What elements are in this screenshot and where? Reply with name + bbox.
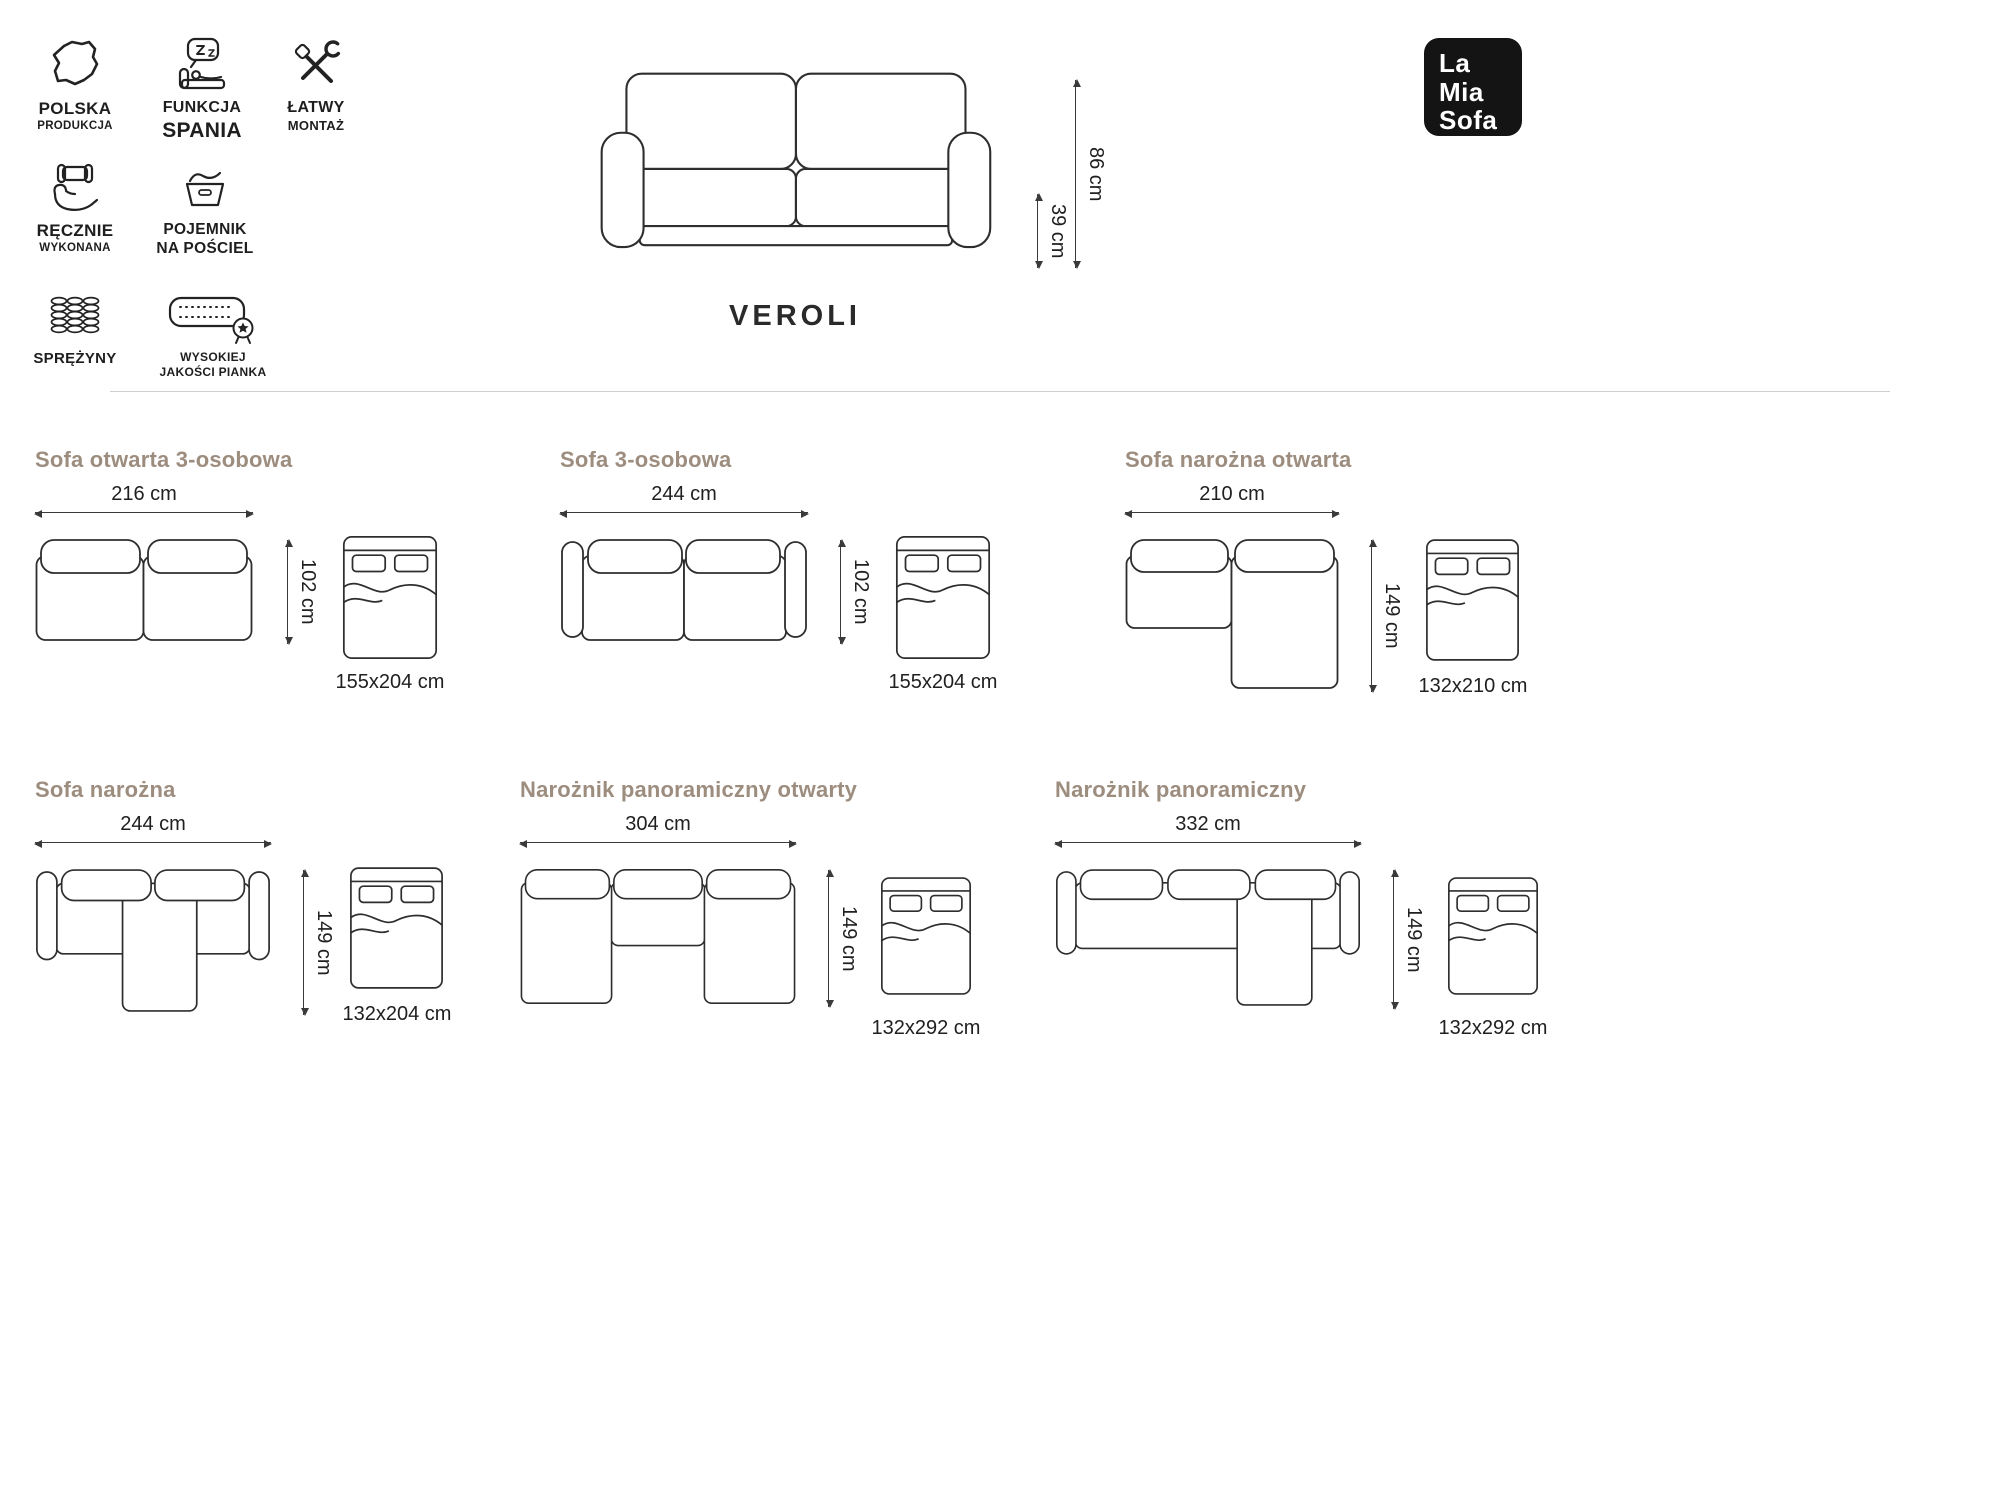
total-height-label: 86 cm	[1085, 146, 1107, 202]
brand-logo-line: Mia	[1439, 76, 1484, 107]
front-view: 39 cm 86 cm	[585, 66, 1145, 306]
seat-height-dimension-arrow	[1034, 193, 1043, 269]
depth-dimension-arrow	[1390, 869, 1399, 1010]
width-label: 244 cm	[120, 813, 186, 835]
feature-label: FUNKCJA	[162, 99, 242, 116]
feature-label: SPRĘŻYNY	[33, 350, 117, 367]
depth-dimension-arrow	[825, 869, 834, 1008]
width-dimension-arrow	[519, 839, 797, 848]
feature-sublabel: MONTAŻ	[287, 118, 345, 133]
config-title: Sofa otwarta 3-osobowa	[35, 447, 293, 472]
poland-map-icon	[46, 36, 104, 94]
feature-latwy-montaz: ŁATWY MONTAŻ	[256, 36, 376, 134]
bed-icon	[880, 865, 972, 1007]
width-label: 244 cm	[651, 483, 717, 505]
feature-sprezyny: SPRĘŻYNY	[10, 288, 140, 369]
seat-height-label: 39 cm	[1047, 203, 1069, 259]
config-panel-sofa-otwarta-3-osobowa: Sofa otwarta 3-osobowa 216 cm 102 cm 155…	[34, 447, 505, 717]
sofa-top-view	[1055, 868, 1361, 1007]
width-label: 332 cm	[1175, 813, 1241, 835]
bed-icon	[893, 535, 993, 660]
config-title: Narożnik panoramiczny	[1055, 777, 1307, 802]
bed-icon	[1447, 865, 1539, 1007]
brand-logo: La Mia Sofa	[1424, 38, 1522, 136]
sofa-front-view-drawing	[585, 68, 1005, 268]
config-title: Sofa narożna	[35, 777, 176, 802]
easy-assembly-icon	[287, 36, 345, 94]
feature-label: WYSOKIEJ	[180, 350, 246, 364]
sofa-top-view	[35, 868, 271, 1013]
bed-size-label: 132x292 cm	[871, 1017, 981, 1039]
depth-label: 149 cm	[838, 905, 860, 972]
foam-quality-icon	[167, 284, 259, 346]
depth-dimension-arrow	[1368, 539, 1377, 693]
bed-size-label: 132x204 cm	[342, 1003, 452, 1025]
feature-label: RĘCZNIE	[36, 221, 114, 240]
config-panel-sofa-narozna: Sofa narożna 244 cm 149 cm 132x204 cm	[34, 777, 515, 1067]
config-panel-sofa-narozna-otwarta: Sofa narożna otwarta 210 cm 149 cm 132x2…	[1124, 447, 1595, 727]
feature-sublabel: NA POŚCIEL	[156, 240, 254, 258]
width-label: 304 cm	[625, 813, 691, 835]
config-title: Sofa 3-osobowa	[560, 447, 732, 472]
feature-sublabel: JAKOŚCI PIANKA	[159, 365, 267, 379]
feature-label: POLSKA	[38, 99, 112, 118]
sofa-top-view	[560, 538, 808, 642]
config-title: Sofa narożna otwarta	[1125, 447, 1352, 472]
total-height-dimension-arrow	[1072, 79, 1081, 269]
feature-pojemnik-na-posciel: POJEMNIK NA POŚCIEL	[136, 158, 274, 259]
sofa-top-view	[1125, 538, 1339, 690]
feature-sublabel: PRODUKCJA	[37, 120, 113, 133]
bed-size-label: 132x292 cm	[1438, 1017, 1548, 1039]
feature-sublabel: WYKONANA	[39, 242, 111, 255]
sofa-top-view	[35, 538, 253, 642]
bed-icon	[1425, 535, 1520, 665]
bed-icon	[349, 865, 444, 991]
product-title: VEROLI	[729, 300, 861, 332]
brand-logo-line: Sofa	[1439, 105, 1498, 136]
depth-label: 102 cm	[850, 559, 872, 625]
config-panel-sofa-3-osobowa: Sofa 3-osobowa 244 cm 102 cm 155x204 cm	[559, 447, 1030, 717]
depth-dimension-arrow	[837, 539, 846, 645]
handmade-icon	[46, 158, 104, 216]
depth-dimension-arrow	[284, 539, 293, 645]
bed-size-label: 155x204 cm	[888, 671, 998, 693]
config-panel-naroznik-panoramiczny: Narożnik panoramiczny 332 cm 149 cm 132x…	[1054, 777, 1595, 1077]
sofa-top-view	[520, 868, 796, 1005]
feature-label: ŁATWY	[287, 99, 345, 116]
width-dimension-arrow	[34, 839, 272, 848]
depth-label: 102 cm	[297, 559, 319, 625]
feature-sublabel: SPANIA	[162, 119, 242, 142]
brand-logo-line: La	[1439, 48, 1471, 78]
bedding-storage-icon	[176, 158, 234, 216]
config-title: Narożnik panoramiczny otwarty	[520, 777, 858, 802]
feature-funkcja-spania: FUNKCJA SPANIA	[138, 36, 266, 144]
width-label: 216 cm	[111, 483, 177, 505]
config-panel-naroznik-panoramiczny-otwarty: Narożnik panoramiczny otwarty 304 cm 149…	[519, 777, 1030, 1077]
bed-size-label: 132x210 cm	[1418, 675, 1528, 697]
width-dimension-arrow	[1124, 509, 1340, 518]
depth-label: 149 cm	[1381, 583, 1403, 649]
width-dimension-arrow	[1054, 839, 1362, 848]
width-dimension-arrow	[559, 509, 809, 518]
feature-wysokiej-jakosci-pianka: WYSOKIEJ JAKOŚCI PIANKA	[138, 284, 288, 380]
section-divider	[110, 391, 1890, 392]
depth-label: 149 cm	[313, 909, 335, 976]
springs-icon	[46, 288, 104, 346]
feature-polska-produkcja: POLSKA PRODUKCJA	[10, 36, 140, 134]
bed-size-label: 155x204 cm	[335, 671, 445, 693]
feature-recznie-wykonana: RĘCZNIE WYKONANA	[10, 158, 140, 256]
sleep-function-icon	[173, 36, 231, 94]
feature-label: POJEMNIK	[163, 221, 247, 238]
depth-dimension-arrow	[300, 869, 309, 1016]
width-dimension-arrow	[34, 509, 254, 518]
bed-icon	[340, 535, 440, 660]
depth-label: 149 cm	[1403, 906, 1425, 973]
width-label: 210 cm	[1199, 483, 1265, 505]
